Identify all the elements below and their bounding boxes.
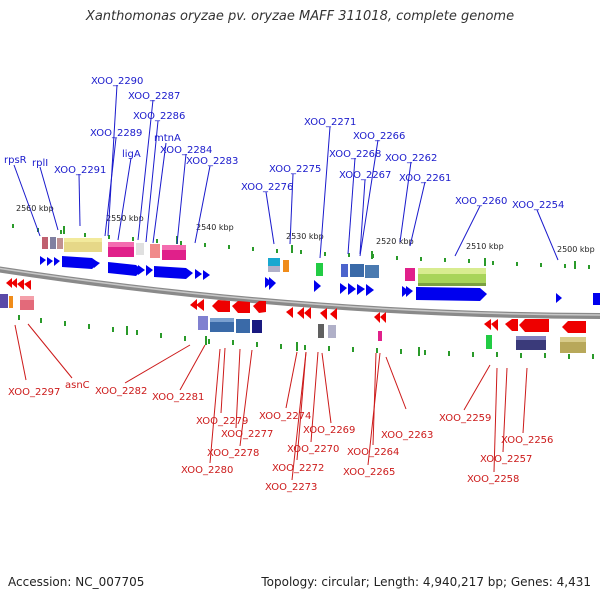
gene-label-bottom: XOO_2256 [501, 435, 553, 446]
gene-label-top: XOO_2290 [91, 76, 143, 87]
bottom-label-lines [14, 323, 528, 481]
gene-label-bottom: XOO_2263 [381, 430, 433, 441]
scale-label: 2560 kbp [16, 204, 54, 213]
accession-text: Accession: NC_007705 [8, 575, 145, 589]
genome-backbone [0, 266, 600, 319]
reverse-genes [6, 278, 586, 333]
gene-label-bottom: XOO_2257 [480, 454, 532, 465]
gene-label-bottom: XOO_2259 [439, 413, 491, 424]
gene-label-top: XOO_2287 [128, 91, 180, 102]
scale-label: 2530 kbp [286, 232, 324, 241]
gene-label-bottom: XOO_2258 [467, 474, 519, 485]
gene-label-top: XOO_2267 [339, 170, 391, 181]
gene-label-bottom: XOO_2281 [152, 392, 204, 403]
gene-label-bottom: XOO_2278 [207, 448, 259, 459]
gene-label-top: XOO_2276 [241, 182, 293, 193]
upper-feature-boxes [42, 237, 486, 286]
gene-label-bottom: XOO_2279 [196, 416, 248, 427]
gene-label-top: XOO_2260 [455, 196, 507, 207]
gene-label-top: XOO_2254 [512, 200, 564, 211]
scale-label: 2500 kbp [557, 245, 595, 254]
gene-label-bottom: asnC [65, 380, 90, 391]
gene-label-bottom: XOO_2270 [287, 444, 339, 455]
gene-label-top: XOO_2291 [54, 165, 106, 176]
genome-title: Xanthomonas oryzae pv. oryzae MAFF 31101… [85, 9, 515, 24]
forward-genes [40, 256, 600, 305]
gene-label-bottom: XOO_2264 [347, 447, 399, 458]
top-label-lines [13, 84, 559, 261]
genome-backbone-highlight [0, 267, 600, 316]
scale-label: 2520 kbp [376, 237, 414, 246]
topology-text: Topology: circular; Length: 4,940,217 bp… [261, 575, 591, 589]
lower-scale-ticks [18, 315, 594, 359]
gene-label-top: rplI [32, 158, 48, 169]
gene-label-top: XOO_2262 [385, 153, 437, 164]
gene-label-bottom: XOO_2280 [181, 465, 233, 476]
gene-label-top: XOO_2271 [304, 117, 356, 128]
gene-label-top: XOO_2268 [329, 149, 381, 160]
scale-label: 2510 kbp [466, 242, 504, 251]
lower-feature-boxes [0, 294, 586, 353]
gene-label-top: XOO_2284 [160, 145, 212, 156]
gene-label-top: XOO_2275 [269, 164, 321, 175]
gene-label-top: XOO_2283 [186, 156, 238, 167]
gene-label-top: ligA [122, 149, 141, 160]
gene-label-top: rpsR [4, 155, 27, 166]
gene-label-bottom: XOO_2265 [343, 467, 395, 478]
gene-label-bottom: XOO_2297 [8, 387, 60, 398]
gene-label-top: mtnA [154, 133, 181, 144]
gene-label-bottom: XOO_2269 [303, 425, 355, 436]
gene-label-bottom: XOO_2277 [221, 429, 273, 440]
scale-label: 2540 kbp [196, 223, 234, 232]
gene-label-bottom: XOO_2272 [272, 463, 324, 474]
gene-label-bottom: XOO_2273 [265, 482, 317, 493]
gene-label-top: XOO_2261 [399, 173, 451, 184]
gene-label-bottom: XOO_2274 [259, 411, 311, 422]
gene-label-top: XOO_2286 [133, 111, 185, 122]
gene-label-top: XOO_2289 [90, 128, 142, 139]
gene-label-bottom: XOO_2282 [95, 386, 147, 397]
gene-label-top: XOO_2266 [353, 131, 405, 142]
scale-label: 2550 kbp [106, 214, 144, 223]
